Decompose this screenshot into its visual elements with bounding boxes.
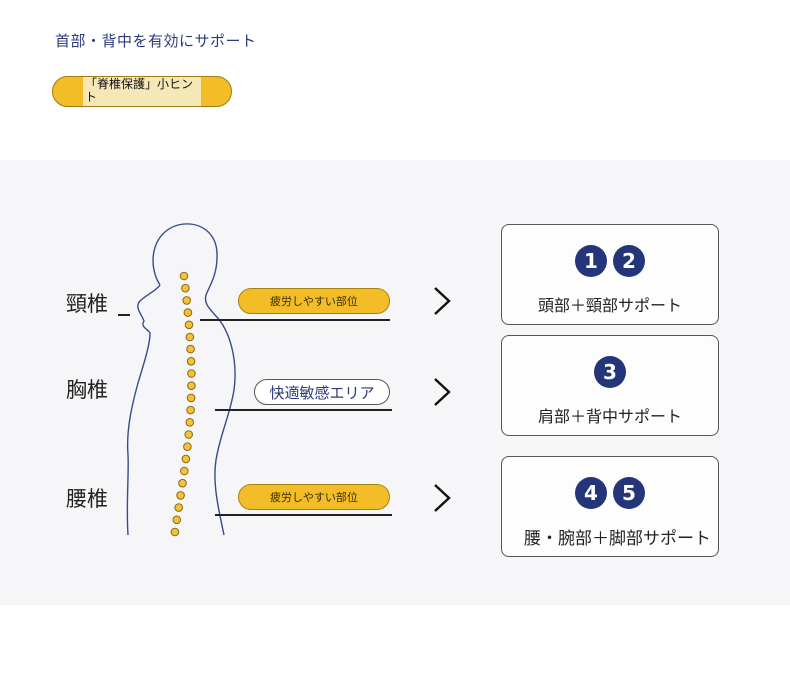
human-silhouette-illustration <box>126 223 236 536</box>
number-badge: 5 <box>613 477 645 509</box>
back-outline <box>152 223 236 536</box>
number-badge: 3 <box>594 356 626 388</box>
vertebra-dot <box>183 442 192 451</box>
vertebra-dot <box>176 491 185 500</box>
tag-comfort-thoracic: 快適敏感エリア <box>254 379 390 405</box>
vertebra-dot <box>182 296 192 305</box>
vertebra-dot <box>172 515 182 525</box>
vertebra-dot <box>185 332 195 342</box>
number-badge: 2 <box>613 245 645 277</box>
region-label-cervical: 頸椎 <box>66 292 108 316</box>
hint-text: 「脊椎保護」小ヒント <box>85 77 194 104</box>
vertebra-dot <box>187 381 196 390</box>
tag-fatigue-cervical: 疲労しやすい部位 <box>238 288 390 314</box>
support-box-head-neck: 1 2 頭部＋頸部サポート <box>501 224 719 325</box>
vertebra-dot <box>186 405 195 415</box>
vertebra-dot <box>178 478 187 488</box>
front-outline <box>126 284 161 536</box>
number-badge: 1 <box>575 245 607 277</box>
vertebra-dot <box>170 527 180 537</box>
support-box-waist-legs: 4 5 腰・腕部＋脚部サポート <box>501 456 719 557</box>
vertebra-dot <box>179 271 189 281</box>
page-title: 首部・背中を有効にサポート <box>55 32 257 50</box>
region-label-thoracic: 胸椎 <box>66 378 108 402</box>
vertebra-dot <box>184 320 194 330</box>
tag-fatigue-lumbar: 疲労しやすい部位 <box>238 484 390 510</box>
spine-vertebrae <box>170 271 196 537</box>
vertebra-dot <box>187 369 196 378</box>
cervical-underscore <box>118 314 130 316</box>
support-label: 腰・腕部＋脚部サポート <box>524 529 711 549</box>
vertebra-dot <box>186 357 196 366</box>
vertebra-dot <box>180 466 189 476</box>
chevron-right-icon <box>434 378 451 406</box>
leader-line-lumbar <box>215 514 392 516</box>
number-badge: 4 <box>575 477 607 509</box>
region-label-lumbar: 腰椎 <box>66 487 108 511</box>
vertebra-dot <box>183 308 193 317</box>
chevron-right-icon <box>434 484 451 512</box>
vertebra-dot <box>174 503 183 512</box>
chevron-right-icon <box>434 287 451 315</box>
leader-line-thoracic <box>215 409 392 411</box>
vertebra-dot <box>184 430 194 439</box>
support-label: 肩部＋背中サポート <box>537 407 682 426</box>
leader-line-cervical <box>200 319 390 321</box>
vertebra-dot <box>181 283 190 293</box>
vertebra-dot <box>181 454 191 464</box>
vertebra-dot <box>186 344 195 354</box>
support-label: 頭部＋頸部サポート <box>537 296 682 315</box>
vertebra-dot <box>185 418 195 427</box>
vertebra-dot <box>186 393 196 403</box>
support-box-shoulder-back: 3 肩部＋背中サポート <box>501 335 719 436</box>
hint-badge: 「脊椎保護」小ヒント <box>52 76 232 107</box>
